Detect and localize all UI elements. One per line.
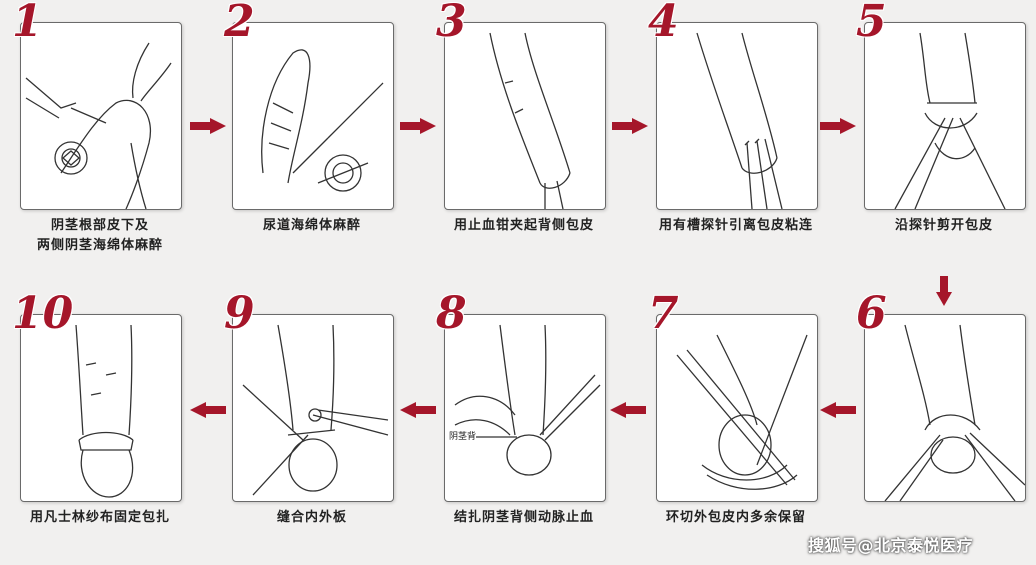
step-6: 6	[856, 292, 1026, 502]
step-caption: 用凡士林纱布固定包扎	[29, 510, 170, 525]
step-illustration	[864, 314, 1026, 502]
step-8: 8 阴茎背 结扎阴茎背侧动脉止血	[436, 292, 606, 525]
step-1: 1 阴茎根部皮下及 两侧阴茎海绵体麻醉	[12, 0, 182, 253]
step-7: 7 环切外包皮内多余保留	[648, 292, 818, 525]
step-number: 4	[648, 0, 679, 47]
step-caption: 用有槽探针引离包皮粘连	[658, 218, 813, 233]
step-illustration	[20, 314, 182, 502]
step-illustration	[232, 314, 394, 502]
arrow-right-icon	[820, 118, 856, 134]
arrow-left-icon	[610, 402, 646, 418]
step-illustration	[232, 22, 394, 210]
step-number: 3	[436, 0, 467, 47]
step-number: 1	[12, 0, 43, 47]
step-illustration	[656, 314, 818, 502]
step-caption: 缝合内外板	[276, 510, 347, 525]
watermark: 搜狐号@北京泰悦医疗	[808, 536, 974, 555]
step-illustration	[444, 22, 606, 210]
step-10: 10 用凡士林纱布固定包扎	[12, 292, 182, 525]
arrow-left-icon	[400, 402, 436, 418]
arrow-left-icon	[820, 402, 856, 418]
arrow-left-icon	[190, 402, 226, 418]
step-number: 2	[224, 0, 255, 47]
step-number: 8	[436, 288, 467, 339]
arrow-right-icon	[612, 118, 648, 134]
step-caption: 结扎阴茎背侧动脉止血	[453, 510, 594, 525]
step-number: 6	[856, 288, 887, 339]
step-illustration: 阴茎背	[444, 314, 606, 502]
step-caption: 沿探针剪开包皮	[894, 218, 993, 233]
arrow-down-icon	[936, 276, 952, 306]
step-illustration	[20, 22, 182, 210]
step-number: 7	[648, 288, 679, 339]
step-3: 3 用止血钳夹起背侧包皮	[436, 0, 606, 233]
step-number: 10	[12, 288, 74, 339]
step-5: 5 沿探针剪开包皮	[856, 0, 1026, 233]
step-caption: 阴茎根部皮下及 两侧阴茎海绵体麻醉	[36, 218, 163, 253]
step-illustration	[656, 22, 818, 210]
step-number: 5	[856, 0, 887, 47]
step-illustration	[864, 22, 1026, 210]
step-caption: 尿道海绵体麻醉	[262, 218, 361, 233]
step-caption: 环切外包皮内多余保留	[665, 510, 806, 525]
arrow-right-icon	[190, 118, 226, 134]
step-number: 9	[224, 288, 255, 339]
step-9: 9 缝合内外板	[224, 292, 394, 525]
step8-callout-label: 阴茎背	[449, 429, 477, 442]
arrow-right-icon	[400, 118, 436, 134]
step-caption: 用止血钳夹起背侧包皮	[453, 218, 594, 233]
step-4: 4 用有槽探针引离包皮粘连	[648, 0, 818, 233]
step-2: 2 尿道海绵体麻醉	[224, 0, 394, 233]
